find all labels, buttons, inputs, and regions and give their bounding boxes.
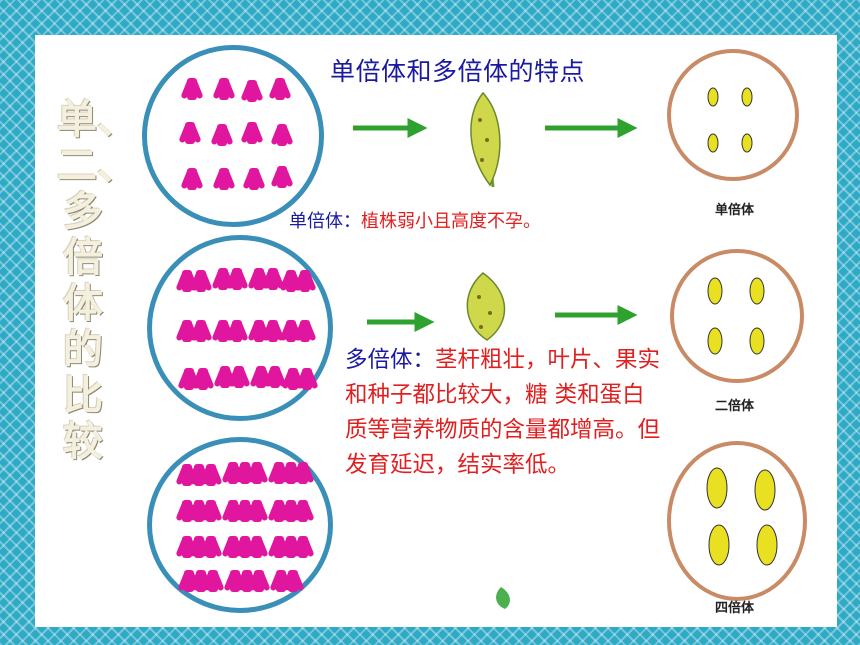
chromosome-icon <box>182 320 192 342</box>
chromosome-icon <box>288 368 298 390</box>
chromosome-icon <box>277 166 287 188</box>
chromosome-icon <box>196 570 206 592</box>
chromosome-icon <box>208 570 218 592</box>
chromosome-icon <box>286 270 296 292</box>
chromosome-icon <box>182 270 192 292</box>
diploid-label: 二倍体 <box>715 399 755 414</box>
polyploid-note-text: 茎杆粗壮，叶片、果实和种子都比较大，糖 类和蛋白质等营养物质的含量都增高。但发育… <box>345 347 661 478</box>
tetraploid-seed-circle <box>667 441 807 601</box>
chromosome-icon <box>286 536 296 558</box>
chromosome-icon <box>206 500 216 522</box>
chromosome-icon <box>206 464 216 486</box>
chromosome-icon <box>274 536 284 558</box>
diploid-seed-circle <box>670 249 804 383</box>
chromosome-icon <box>219 78 229 100</box>
diploid-plant-icon <box>466 272 506 341</box>
chromosome-icon <box>286 462 296 484</box>
chromosome-icon <box>298 462 308 484</box>
chromosome-icon <box>254 268 264 290</box>
chromosome-icon <box>274 462 284 484</box>
chromosome-icon <box>198 368 208 390</box>
chromosome-icon <box>182 536 192 558</box>
chromosome-icon <box>228 536 238 558</box>
chromosome-icon <box>228 462 238 484</box>
chromosome-icon <box>240 536 250 558</box>
haploid-note-text: 植株弱小且高度不孕。 <box>361 211 541 232</box>
chromosome-icon <box>184 368 194 390</box>
haploid-note: 单倍体：植株弱小且高度不孕。 <box>289 207 541 233</box>
chromosome-icon <box>268 320 278 342</box>
chromosome-icon <box>182 500 192 522</box>
chromosome-icon <box>268 268 278 290</box>
chromosome-icon <box>232 320 242 342</box>
haploid-seed-circle <box>667 49 799 181</box>
chromosome-icon <box>256 366 266 388</box>
tetraploid-label: 四倍体 <box>715 601 755 616</box>
slide: 单倍体和多倍体的特点 单、二、多倍体的比较 <box>35 35 837 627</box>
chromosome-icon <box>194 536 204 558</box>
slide-title: 单倍体和多倍体的特点 <box>330 57 586 86</box>
chromosome-icon <box>228 500 238 522</box>
chromosome-icon <box>187 78 197 100</box>
chromosome-icon <box>182 464 192 486</box>
chromosome-icon <box>232 268 242 290</box>
chromosome-icon <box>252 462 262 484</box>
chromosome-icon <box>288 570 298 592</box>
chromosome-icon <box>302 368 312 390</box>
chromosome-icon <box>300 320 310 342</box>
chromosome-icon <box>185 122 195 144</box>
haploid-label: 单倍体 <box>715 203 755 218</box>
chromosome-icon <box>286 500 296 522</box>
chromosome-icon <box>286 320 296 342</box>
chromosome-icon <box>298 536 308 558</box>
polyploid-note-key: 多倍体： <box>345 347 436 373</box>
chromosome-icon <box>194 500 204 522</box>
chromosome-icon <box>276 570 286 592</box>
chromosome-icon <box>277 124 287 146</box>
chromosome-icon <box>240 500 250 522</box>
chromosome-icon <box>219 168 229 190</box>
chromosome-icon <box>184 570 194 592</box>
chromosome-icon <box>217 124 227 146</box>
haploid-plant-icon <box>470 91 501 188</box>
chromosome-icon <box>247 122 257 144</box>
chromosome-icon <box>300 270 310 292</box>
haploid-note-key: 单倍体： <box>289 211 361 232</box>
chromosome-icon <box>247 80 257 102</box>
chromosome-icon <box>194 464 204 486</box>
chromosome-icon <box>218 320 228 342</box>
chromosome-icon <box>234 366 244 388</box>
chromosome-icon <box>242 570 252 592</box>
haploid-chromosome-circle <box>142 45 324 227</box>
chromosome-icon <box>218 268 228 290</box>
tetraploid-chromosome-circle <box>147 437 333 613</box>
chromosome-icon <box>252 536 262 558</box>
chromosome-icon <box>206 536 216 558</box>
chromosome-icon <box>196 270 206 292</box>
tetraploid-plant-icon <box>496 587 510 609</box>
chromosome-icon <box>240 462 250 484</box>
chromosome-icon <box>196 320 206 342</box>
chromosome-icon <box>254 570 264 592</box>
chromosome-icon <box>254 320 264 342</box>
chromosome-icon <box>298 500 308 522</box>
chromosome-icon <box>249 168 259 190</box>
chromosome-icon <box>274 500 284 522</box>
polyploid-note: 多倍体：茎杆粗壮，叶片、果实和种子都比较大，糖 类和蛋白质等营养物质的含量都增高… <box>345 343 665 483</box>
chromosome-icon <box>230 570 240 592</box>
diploid-chromosome-circle <box>147 235 333 421</box>
chromosome-icon <box>187 168 197 190</box>
chromosome-icon <box>220 366 230 388</box>
chromosome-icon <box>275 78 285 100</box>
chromosome-icon <box>270 366 280 388</box>
chromosome-icon <box>252 500 262 522</box>
